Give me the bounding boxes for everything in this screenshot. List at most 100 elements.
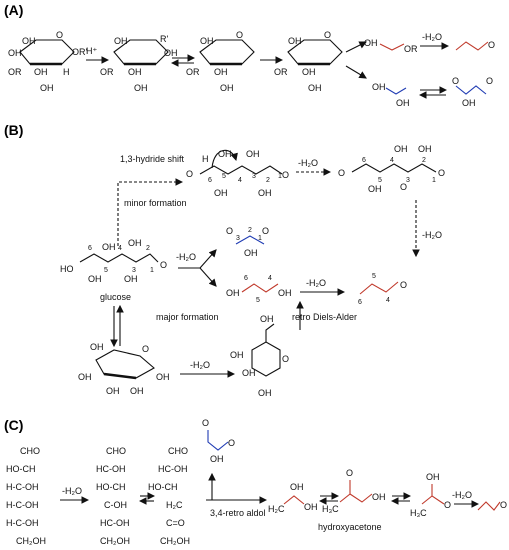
dihydropyran-b: OH OH O OH OH: [230, 314, 289, 398]
b-deh-num-1: 1: [432, 177, 436, 184]
ring2-oh-mid: OH: [128, 67, 142, 77]
ring1-h: H: [63, 67, 70, 77]
b-int-num-3: 3: [252, 173, 256, 180]
b-ed-oh-1: OH: [226, 288, 240, 298]
enediol-fragment-a: OH OH: [372, 82, 410, 108]
dhp-oh-top: OH: [260, 314, 274, 324]
glu-ho: HO: [60, 264, 74, 274]
glu-num-2: 2: [146, 245, 150, 252]
enediol-b: OH OH 6 5 4: [226, 275, 292, 304]
acr-b-num-6: 6: [358, 299, 362, 306]
dhp-oh-left: OH: [230, 350, 244, 360]
acrolein-a-o: O: [488, 40, 495, 50]
mg-o-2: O: [486, 76, 493, 86]
glucose-label: glucose: [100, 292, 131, 302]
c-minus-water-2: -H₂O: [452, 490, 472, 500]
ring2-oh-bottom: OH: [134, 83, 148, 93]
b-glu-minus-water: -H₂O: [176, 252, 196, 262]
hydride-shift-intermediate: O H OH OH OH OH O 6 5 4 3 2 1: [186, 149, 289, 198]
c3-ceqo: C=O: [166, 518, 185, 528]
retro-aldol-label: 3,4-retro aldol: [210, 508, 266, 518]
glu-num-5: 5: [104, 267, 108, 274]
dehydrated-intermediate: O OH OH O OH O 6 5 4 3 2 1: [338, 144, 445, 194]
ring1-oh-mid: OH: [34, 67, 48, 77]
c2-coh: C-OH: [104, 500, 127, 510]
ring2-oh-top: OH: [114, 36, 128, 46]
c-enediol: H₂C OH OH: [268, 482, 318, 514]
acrolein-b-o: O: [400, 280, 407, 290]
acrolein-a: O: [455, 40, 495, 51]
methylglyoxal-a: O O OH: [452, 76, 493, 108]
c1-hcoh-1: H-C-OH: [6, 482, 39, 492]
ring1-oh-bottom: OH: [40, 83, 54, 93]
glu-oh-4: OH: [124, 274, 138, 284]
b-int-oh-4: OH: [258, 188, 272, 198]
c2-hcoh: HC-OH: [96, 464, 126, 474]
enol-ether-fragment: OH OR: [364, 38, 418, 54]
c-ha-o: O: [346, 468, 353, 478]
c3-cho: CHO: [168, 446, 188, 456]
hydride-shift-label: 1,3-hydride shift: [120, 154, 185, 164]
c3-ch2oh: CH₂OH: [160, 536, 190, 546]
b-mg-num-1: 1: [258, 235, 262, 242]
glu-oh-1: OH: [102, 242, 116, 252]
pyranose-ring-3: OH O OR OH OH: [186, 30, 255, 93]
b-deh-oh-3: OH: [418, 144, 432, 154]
b-int-oh-1: OH: [218, 149, 232, 159]
c-la-oh: OH: [426, 472, 440, 482]
pyranose-ring-2: OH R' OH OR OH OH: [100, 34, 178, 93]
frag-oh: OH: [364, 38, 378, 48]
b-mg-num-3: 3: [236, 235, 240, 242]
c-ha-h3c: H₃C: [322, 504, 339, 514]
b-int-oh-3: OH: [246, 149, 260, 159]
c-la-h3c: H₃C: [410, 508, 427, 518]
b-ed-num-5: 5: [256, 297, 260, 304]
b-int-num-2: 2: [266, 177, 270, 184]
pyranose-ring-1: OH O OR' OH OR OH OH H: [8, 30, 88, 93]
a-minus-water: -H₂O: [422, 32, 442, 42]
section-label-a: (A): [4, 2, 23, 18]
b-mg-oh: OH: [244, 248, 258, 258]
h-plus-label: H⁺: [86, 46, 97, 56]
c-lactaldehyde: OH H₃C O: [410, 472, 451, 518]
ring4-o: O: [324, 30, 331, 40]
b-deh-num-5: 5: [378, 177, 382, 184]
ring4-or: OR: [274, 67, 288, 77]
ring4-oh-top: OH: [288, 36, 302, 46]
b-int-minus-water: -H₂O: [298, 158, 318, 168]
ring3-oh-top: OH: [200, 36, 214, 46]
c1-hoch: HO-CH: [6, 464, 36, 474]
methylglyoxal-b: O O OH 3 2 1: [226, 226, 269, 258]
b-deh-minus-water: -H₂O: [422, 230, 442, 240]
ring2-oh: OH: [164, 48, 178, 58]
c3-hoch: HO-CH: [148, 482, 178, 492]
b-deh-o-2: O: [400, 182, 407, 192]
c-minus-water-1: -H₂O: [62, 486, 82, 496]
c-diol-oh-2: OH: [304, 502, 318, 512]
major-formation-label: major formation: [156, 312, 219, 322]
c1-hcoh-2: H-C-OH: [6, 500, 39, 510]
mg-o-1: O: [452, 76, 459, 86]
pyr-b-o: O: [142, 344, 149, 354]
pyranose-ring-4: OH O OR OH OH: [274, 30, 343, 93]
b-int-oh-2: OH: [214, 188, 228, 198]
b-int-o: O: [186, 169, 193, 179]
b-mg-o-2: O: [262, 226, 269, 236]
c2-ch2oh: CH₂OH: [100, 536, 130, 546]
b-int-num-4: 4: [238, 177, 242, 184]
ring1-or-prime: OR': [72, 47, 88, 57]
retro-diels-alder-label: retro Diels-Alder: [292, 312, 357, 322]
c2-hoch: HO-CH: [96, 482, 126, 492]
b-pyr-minus-water: -H₂O: [190, 360, 210, 370]
frag-or: OR: [404, 44, 418, 54]
b-ed-num-4: 4: [268, 275, 272, 282]
c-enol-fischer: CHO HC-OH HO-CH C-OH HC-OH CH₂OH: [96, 446, 130, 546]
ring4-oh-bottom: OH: [308, 83, 322, 93]
c2-hcoh-2: HC-OH: [100, 518, 130, 528]
c3-hcoh: HC-OH: [158, 464, 188, 474]
b-deh-num-4: 4: [390, 157, 394, 164]
pyr-b-oh-5: OH: [130, 386, 144, 396]
c-la-o: O: [444, 500, 451, 510]
b-deh-o: O: [338, 168, 345, 178]
